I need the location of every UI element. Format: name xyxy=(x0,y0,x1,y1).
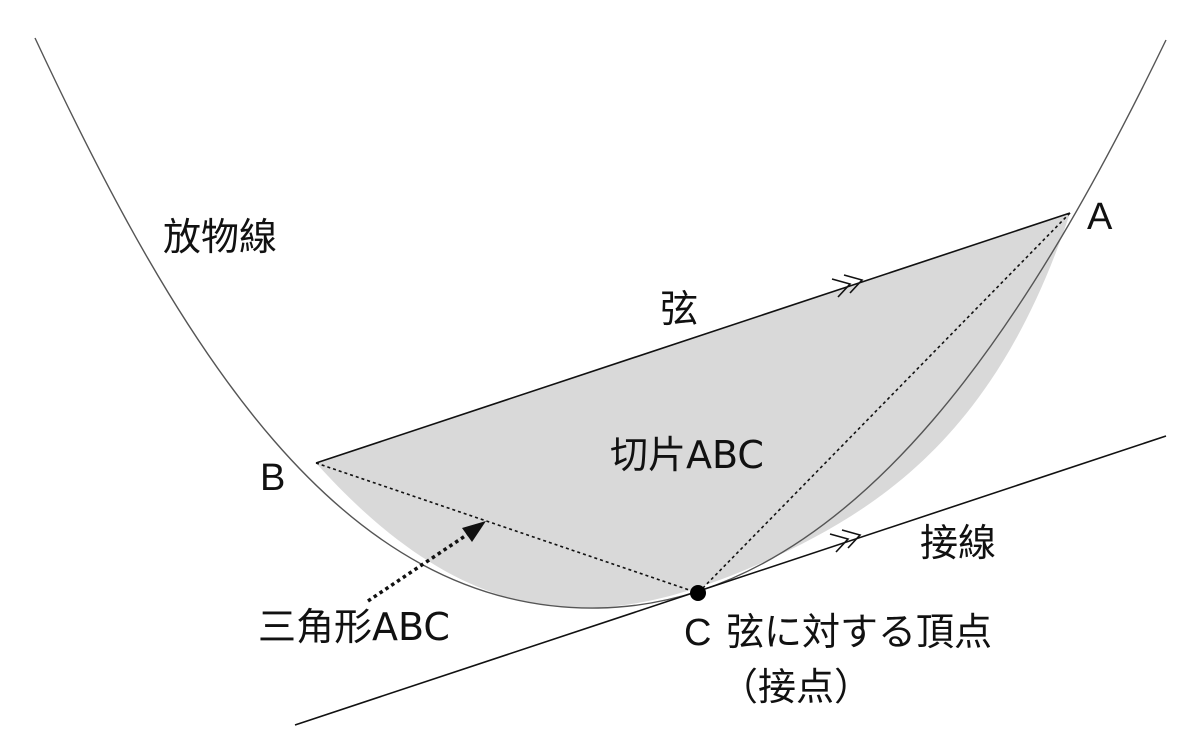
tangent-point-note-label: （接点） xyxy=(720,665,872,709)
triangle-label: 三角形ABC xyxy=(258,605,450,649)
segment-label: 切片ABC xyxy=(610,433,764,477)
parabola-label: 放物線 xyxy=(163,215,277,259)
vertex-note-label: 弦に対する頂点 xyxy=(726,610,992,654)
point-c-label: C xyxy=(684,612,711,654)
chord-parallel-marks xyxy=(831,274,864,298)
tangent-parallel-marks xyxy=(829,529,862,553)
triangle-pointer-arrow xyxy=(367,521,486,603)
chord-label: 弦 xyxy=(660,287,698,331)
segment-region xyxy=(316,213,1070,608)
tangent-label: 接線 xyxy=(920,521,996,565)
tangent-line xyxy=(294,435,1167,726)
point-a-label: A xyxy=(1087,196,1113,238)
chord-line xyxy=(315,212,1071,464)
triangle-side-bc xyxy=(315,462,699,594)
parabola-curve xyxy=(34,37,1167,609)
point-c-dot xyxy=(690,585,706,601)
triangle-side-ac xyxy=(697,212,1071,594)
point-b-label: B xyxy=(260,457,285,499)
